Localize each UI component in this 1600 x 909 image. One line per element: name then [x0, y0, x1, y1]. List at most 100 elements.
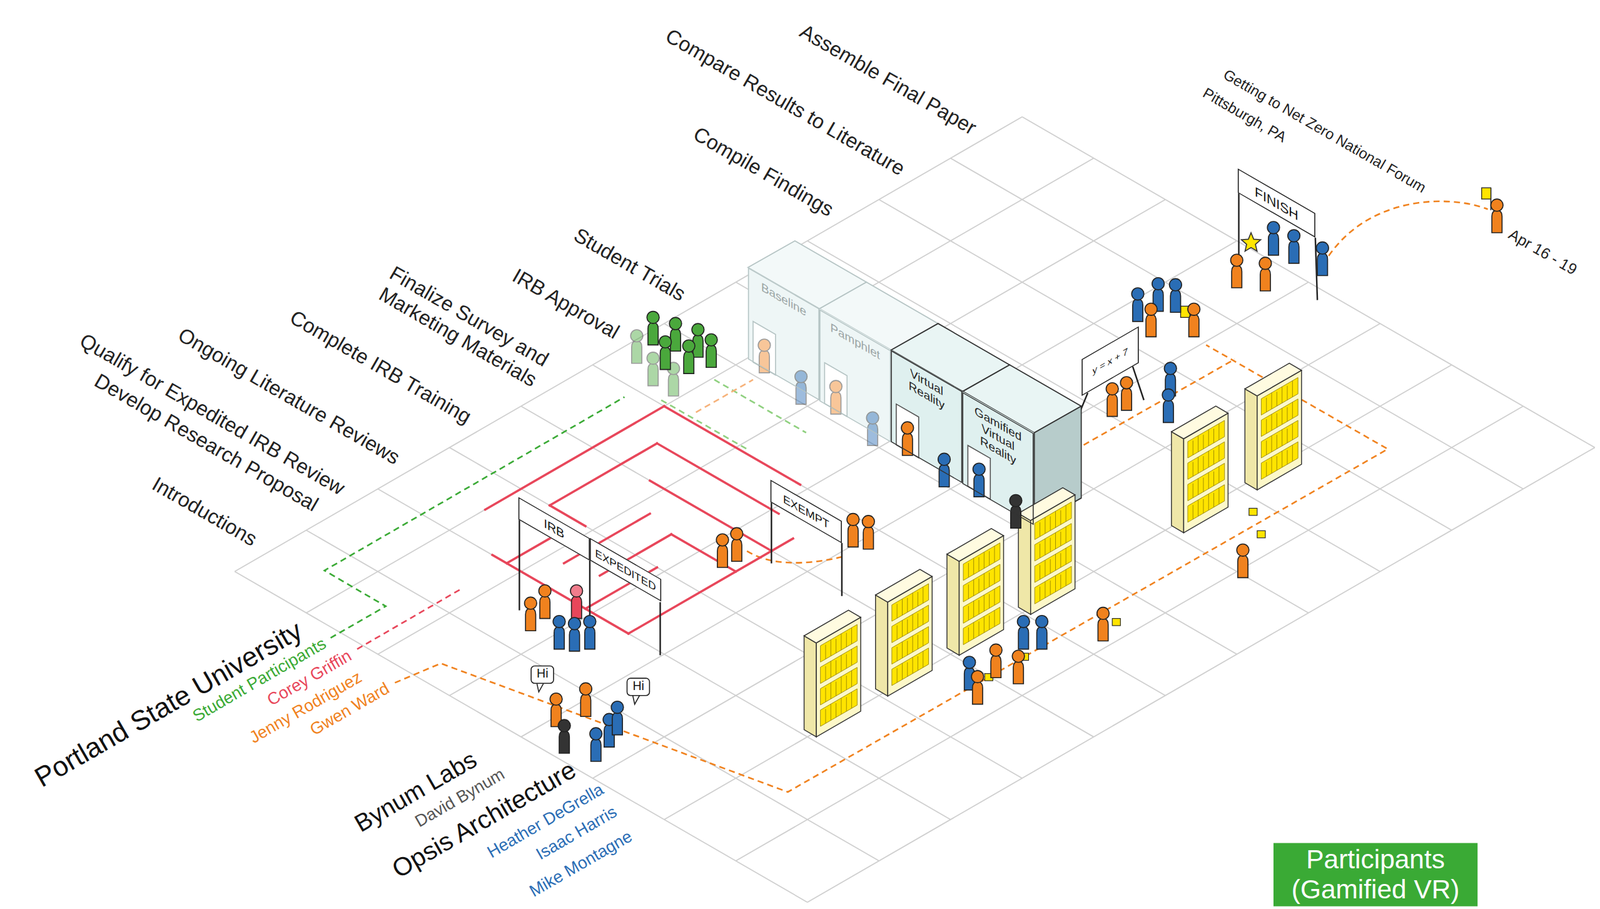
- book-spine: [1192, 462, 1194, 477]
- book-spine: [825, 644, 826, 660]
- figure-head: [568, 617, 582, 630]
- book-spine: [1192, 440, 1194, 455]
- bookshelf: [875, 569, 933, 696]
- figure-head: [1187, 303, 1201, 316]
- person-figure: [524, 596, 538, 631]
- book-spine: [840, 633, 842, 650]
- book-spine: [1218, 487, 1220, 505]
- book-spine: [1265, 440, 1267, 455]
- book-spine: [1192, 504, 1194, 520]
- book-spine: [1055, 575, 1056, 592]
- book-spine: [922, 651, 924, 668]
- maze-wall: [664, 405, 800, 485]
- shelf-front: [959, 535, 1004, 655]
- book-spine: [993, 567, 995, 584]
- dashed-route: [357, 588, 461, 649]
- figure-body: [830, 391, 841, 415]
- book-spine: [1208, 493, 1210, 510]
- figure-body: [1268, 232, 1279, 256]
- figure-body: [1237, 554, 1248, 578]
- book-spine: [1218, 466, 1220, 483]
- figure-body: [759, 350, 770, 373]
- book-spine: [973, 579, 974, 596]
- dashed-route: [394, 344, 1388, 792]
- book-spine: [1050, 580, 1051, 595]
- book-spine: [1276, 434, 1278, 450]
- book-spine: [1213, 471, 1215, 487]
- book-spine: [1287, 407, 1288, 422]
- book-spine: [1197, 478, 1199, 495]
- figure-head: [659, 335, 672, 349]
- book-spine: [906, 619, 908, 634]
- person-figure: [989, 643, 1003, 678]
- person-figure: [1131, 287, 1145, 322]
- maze-wall: [649, 480, 772, 551]
- book-spine: [1060, 531, 1061, 547]
- book-spine: [896, 625, 898, 640]
- whiteboard-text: y = x + 7: [1092, 345, 1128, 377]
- book-item: [1257, 530, 1266, 538]
- figure-body: [1145, 313, 1156, 337]
- shelf-front: [1030, 494, 1076, 615]
- book-spine: [978, 557, 980, 572]
- book-row: [820, 624, 858, 662]
- figure-head: [758, 339, 771, 352]
- person-figure: [1009, 494, 1023, 528]
- book-spine: [906, 640, 908, 655]
- timeline-label: IRB Approval: [508, 263, 624, 345]
- figure-head: [1316, 242, 1330, 255]
- book-spine: [988, 572, 990, 587]
- figure-head: [1162, 389, 1175, 402]
- book-spine: [983, 551, 985, 568]
- book-spine: [825, 687, 826, 702]
- book-spine: [851, 670, 852, 687]
- book-spine: [1050, 559, 1051, 574]
- figure-head: [557, 719, 571, 732]
- figure-body: [668, 373, 679, 396]
- bookshelf: [946, 528, 1004, 655]
- book-spine: [830, 682, 832, 699]
- book-spine: [912, 656, 914, 674]
- person-figure: [972, 462, 986, 497]
- book-spine: [1265, 462, 1267, 477]
- book-spine: [917, 612, 919, 628]
- shelf-front: [1183, 413, 1228, 533]
- book-spine: [1276, 391, 1278, 406]
- book-spine: [968, 606, 969, 621]
- figure-body: [1260, 268, 1271, 291]
- book-spine: [917, 656, 919, 671]
- figure-body: [1010, 505, 1021, 528]
- maze-wall: [671, 534, 736, 572]
- figure-body: [863, 526, 874, 550]
- shelf-side: [1244, 389, 1258, 491]
- figure-body: [867, 422, 878, 446]
- book-row: [891, 583, 929, 622]
- book-spine: [1202, 434, 1204, 450]
- booth-face: [962, 391, 1034, 525]
- person-figure: [1316, 242, 1330, 276]
- book-spine: [1197, 499, 1199, 517]
- person-figure: [669, 317, 682, 351]
- book-spine: [1281, 429, 1283, 446]
- book-spine: [993, 610, 995, 627]
- person-figure: [646, 352, 660, 386]
- book-spine: [1265, 419, 1267, 434]
- book-spine: [830, 661, 832, 678]
- finish-star: [1241, 232, 1261, 252]
- book-spine: [901, 620, 903, 637]
- book-spine: [906, 662, 908, 677]
- person-figure: [1267, 221, 1280, 256]
- booth-door: [896, 404, 919, 458]
- figure-head: [1169, 278, 1183, 291]
- book-spine: [840, 698, 842, 715]
- speech-bubble: Hi: [626, 677, 651, 696]
- book-spine: [851, 627, 852, 644]
- book-spine: [993, 588, 995, 605]
- bubble-tail: [632, 694, 640, 705]
- figure-head: [1164, 362, 1177, 375]
- figure-body: [1013, 661, 1024, 684]
- person-figure: [1012, 649, 1025, 684]
- sign-post: [1132, 366, 1145, 401]
- sign-post: [841, 542, 843, 597]
